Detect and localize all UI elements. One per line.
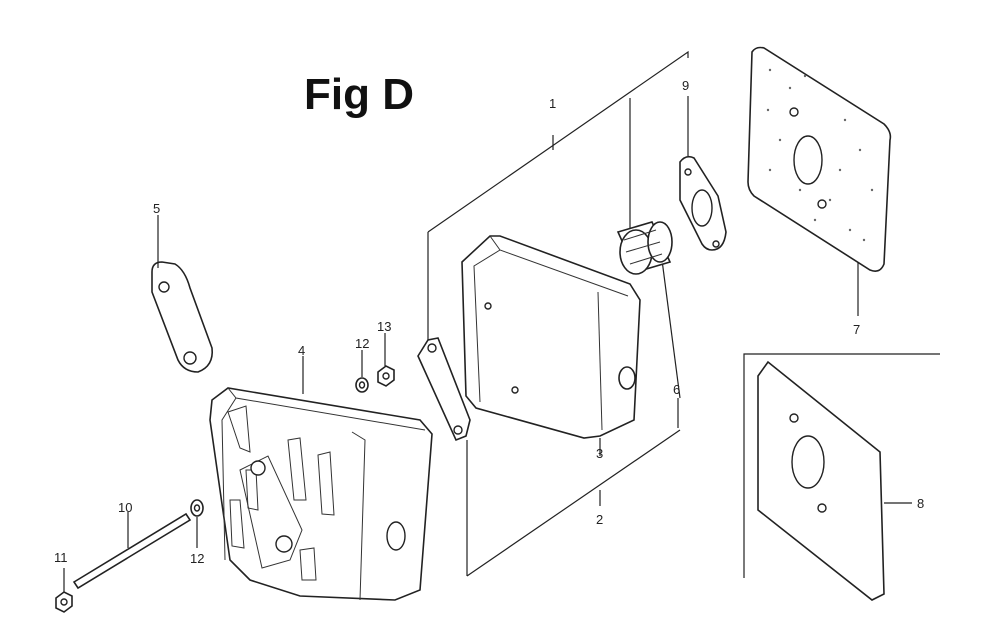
callout-6: 6: [673, 382, 680, 397]
callout-1: 1: [549, 96, 556, 111]
figure-title: Fig D: [304, 70, 414, 119]
callout-8: 8: [917, 496, 924, 511]
part-11-nut: [55, 568, 73, 613]
assembly-bracket-2: [466, 429, 681, 577]
part-4-muffler-protector: [209, 356, 433, 601]
part-8-plate-box: [743, 353, 940, 601]
part-13-nut: [377, 333, 395, 387]
callout-12-lower: 12: [190, 551, 204, 566]
part-12-washer-upper: [355, 350, 369, 393]
callout-10: 10: [118, 500, 132, 515]
part-10-stud-bolt: [72, 512, 192, 590]
part-5-plate: [151, 215, 214, 373]
callout-3: 3: [596, 446, 603, 461]
part-12-washer-lower: [190, 499, 204, 548]
exhaust-pipe-screen: [616, 221, 673, 275]
part-3-muffler: [461, 235, 641, 456]
callout-4: 4: [298, 343, 305, 358]
callout-7: 7: [853, 322, 860, 337]
callout-5: 5: [153, 201, 160, 216]
assembly-bracket-1: [427, 50, 689, 340]
callout-12-upper: 12: [355, 336, 369, 351]
callout-11: 11: [54, 550, 68, 565]
callout-2: 2: [596, 512, 603, 527]
part-6-plate: [417, 259, 681, 442]
part-9-gasket: [679, 96, 727, 251]
callout-9: 9: [682, 78, 689, 93]
callout-13: 13: [377, 319, 391, 334]
part-7-plate: [747, 46, 892, 316]
